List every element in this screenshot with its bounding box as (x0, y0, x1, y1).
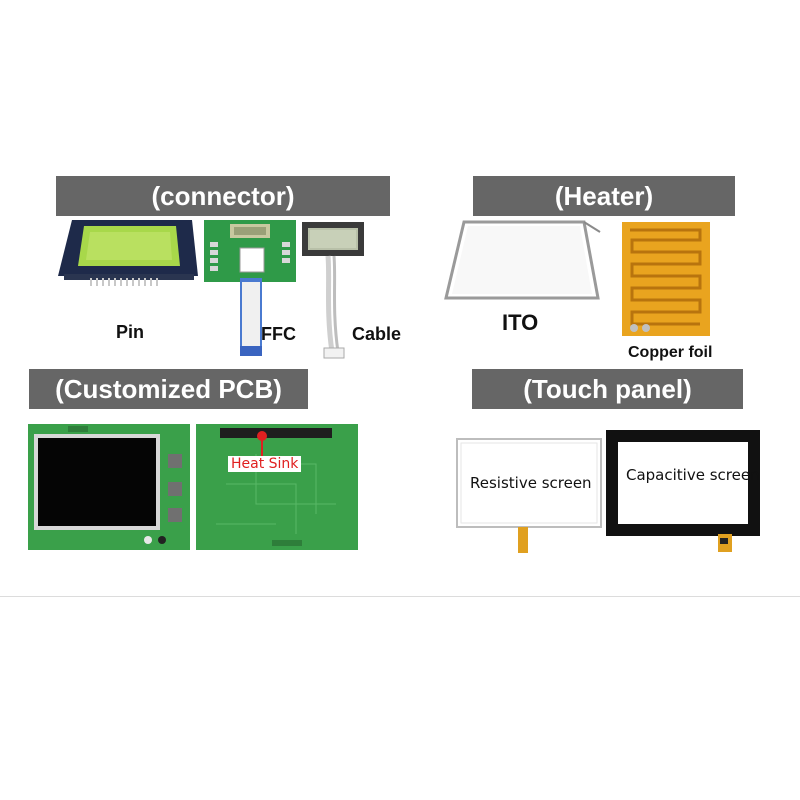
ito-heater-image (444, 220, 601, 300)
pcb-back-image (196, 424, 358, 550)
touch-panel-banner: (Touch panel) (472, 369, 743, 409)
ito-label: ITO (502, 310, 539, 335)
bottom-divider (0, 596, 800, 597)
ffc-module-image (204, 220, 296, 356)
resistive-screen-label: Resistive screen (470, 474, 592, 492)
capacitive-screen-label: Capacitive screen (626, 466, 760, 484)
copper-foil-label: Copper foil (628, 344, 713, 361)
pin-lcd-module-image (58, 220, 198, 286)
cable-module-image (302, 222, 364, 359)
pin-label: Pin (116, 322, 145, 342)
customized-pcb-banner: (Customized PCB) (29, 369, 308, 409)
cable-label: Cable (352, 324, 402, 344)
heat-sink-label: Heat Sink (228, 456, 302, 472)
copper-foil-heater-image (622, 222, 710, 336)
ffc-label: FFC (261, 324, 296, 344)
pcb-front-image (28, 424, 190, 550)
connector-banner: (connector) (56, 176, 390, 216)
capacitive-screen-image (606, 430, 760, 552)
heater-banner: (Heater) (473, 176, 735, 216)
resistive-screen-image (456, 438, 602, 553)
